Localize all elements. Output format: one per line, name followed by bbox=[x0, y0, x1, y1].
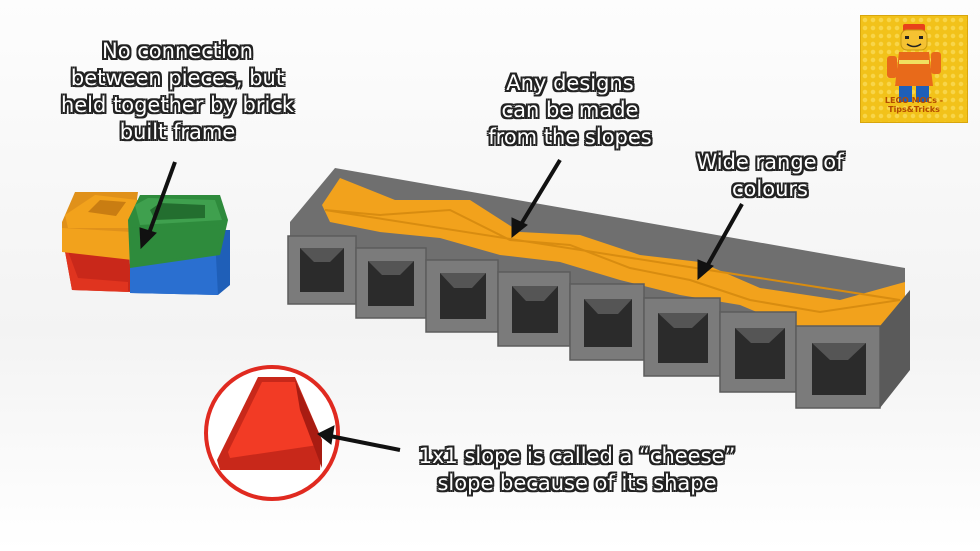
annotation-line: Wide range of bbox=[696, 150, 844, 174]
channel-logo: LEGO MOCs - Tips&Tricks bbox=[860, 15, 968, 123]
lego-minifigure-icon bbox=[887, 24, 941, 102]
annotation-line: between pieces, but bbox=[70, 66, 285, 90]
annotation-line: held together by brick bbox=[60, 93, 295, 117]
annotation-line: 1x1 slope is called a “cheese” bbox=[418, 444, 736, 468]
annotation-line: colours bbox=[732, 177, 808, 201]
cheese-slope-annotation: 1x1 slope is called a “cheese” slope bec… bbox=[392, 443, 762, 497]
slope-frame bbox=[287, 168, 910, 409]
annotation-line: from the slopes bbox=[488, 125, 652, 149]
annotation-arrows bbox=[139, 158, 744, 452]
annotation-line: built frame bbox=[119, 120, 236, 144]
cheese-slope-callout bbox=[204, 365, 340, 501]
annotation-line: Any designs bbox=[506, 71, 634, 95]
annotation-line: No connection bbox=[102, 39, 253, 63]
any-designs-annotation: Any designs can be made from the slopes bbox=[470, 70, 670, 151]
wide-range-annotation: Wide range of colours bbox=[675, 149, 865, 203]
logo-text: LEGO MOCs - Tips&Tricks bbox=[884, 96, 944, 114]
annotation-line: slope because of its shape bbox=[437, 471, 717, 495]
small-brick-cluster bbox=[62, 192, 230, 295]
annotation-line: can be made bbox=[501, 98, 639, 122]
no-connection-annotation: No connection between pieces, but held t… bbox=[40, 38, 315, 146]
